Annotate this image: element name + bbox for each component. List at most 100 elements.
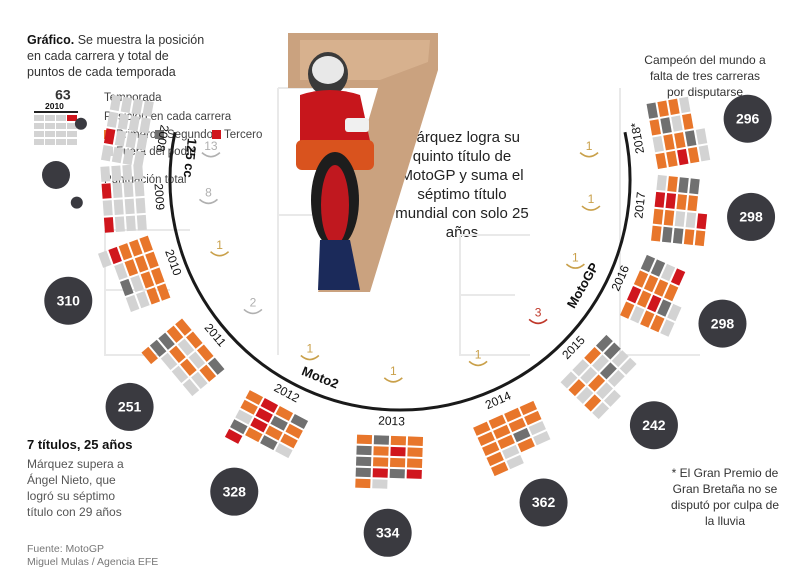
season-race-grid	[355, 434, 424, 489]
rider-photo	[288, 33, 438, 292]
legend-title-bold: Gráfico.	[27, 33, 75, 47]
legend-sample-cell	[56, 131, 66, 137]
race-result-cell	[667, 176, 678, 192]
class-label: Moto2	[300, 363, 341, 391]
laurel-icon	[198, 198, 218, 205]
race-result-cell	[657, 100, 669, 117]
race-result-cell	[119, 278, 134, 297]
race-result-cell	[265, 425, 283, 441]
season-race-grid	[224, 390, 309, 459]
race-result-cell	[576, 386, 594, 404]
legend-points-bubble	[42, 161, 70, 189]
legend-sample-cell	[45, 123, 55, 129]
race-result-cell	[649, 119, 661, 136]
race-result-cell	[663, 134, 675, 151]
race-result-cell	[139, 117, 151, 134]
race-result-cell	[156, 283, 171, 301]
race-result-cell	[626, 285, 642, 304]
race-result-cell	[488, 414, 506, 430]
race-result-cell	[207, 357, 225, 375]
race-result-cell	[280, 433, 298, 449]
race-result-cell	[674, 211, 686, 227]
laurel-icon	[468, 360, 488, 367]
legend-second-label: Segundo	[167, 129, 214, 141]
race-result-cell	[373, 435, 390, 445]
race-result-cell	[676, 194, 687, 210]
race-result-cell	[160, 352, 178, 371]
laurel-icon	[243, 308, 263, 315]
race-result-cell	[640, 254, 656, 273]
race-result-cell	[660, 117, 672, 134]
race-result-cell	[109, 94, 122, 112]
season-race-grid	[141, 318, 225, 397]
race-result-cell	[406, 458, 423, 468]
race-result-cell	[103, 217, 114, 233]
laurel-icon	[579, 152, 599, 158]
season-race-grid	[100, 94, 154, 168]
race-result-cell	[140, 271, 155, 289]
source-line1: Fuente: MotoGP	[27, 543, 105, 555]
source: Fuente: MotoGP Miguel Mulas / Agencia EF…	[27, 543, 158, 569]
race-result-cell	[633, 270, 649, 288]
race-result-cell	[188, 351, 206, 369]
race-result-cell	[124, 198, 135, 215]
points-value: 334	[376, 524, 400, 540]
race-result-cell	[389, 457, 406, 468]
race-result-cell	[473, 421, 491, 436]
season-race-grid	[100, 163, 147, 233]
season-year-label: 2009	[152, 183, 168, 211]
headline: Márquez logra su quinto título de MotoGP…	[395, 129, 529, 241]
race-result-cell	[125, 132, 138, 149]
race-result-cell	[134, 255, 149, 273]
race-result-cell	[372, 479, 388, 489]
points-bubble	[44, 276, 93, 325]
race-result-cell	[637, 290, 652, 308]
legend-sample-cell	[34, 139, 44, 145]
race-result-cell	[180, 358, 197, 376]
race-result-cell	[113, 199, 124, 215]
points-bubble	[363, 508, 412, 557]
points-value: 296	[736, 110, 760, 126]
race-result-cell	[114, 262, 128, 281]
race-result-cell	[698, 145, 711, 162]
race-result-cell	[506, 454, 524, 470]
race-result-cell	[655, 152, 667, 170]
race-result-cell	[177, 338, 195, 356]
race-result-cell	[497, 434, 515, 450]
race-result-cell	[560, 371, 578, 389]
points-value: 251	[118, 399, 142, 415]
race-result-cell	[199, 364, 217, 382]
race-result-cell	[647, 294, 662, 313]
race-result-cell	[660, 319, 675, 337]
final-position-marker: 1	[588, 192, 595, 206]
race-result-cell	[129, 239, 143, 257]
race-result-cell	[650, 259, 666, 277]
legend-sample-cell	[56, 139, 66, 145]
race-result-cell	[584, 394, 602, 412]
points-bubble	[629, 401, 678, 450]
legend-sample-year: 2010	[45, 101, 64, 111]
race-result-cell	[694, 230, 706, 247]
legend-second: Segundo	[155, 129, 213, 141]
race-result-cell	[646, 102, 659, 119]
season-year-label: 2015	[559, 333, 588, 362]
season-race-grid	[646, 96, 711, 170]
race-result-cell	[580, 366, 598, 384]
race-result-cell	[640, 310, 655, 328]
legend-title-text: Se muestra la posición en cada carrera y…	[27, 33, 205, 79]
race-result-cell	[108, 246, 122, 265]
race-result-cell	[128, 115, 141, 132]
race-result-cell	[120, 96, 133, 114]
race-result-cell	[135, 197, 146, 214]
race-result-cell	[682, 113, 694, 130]
race-result-cell	[592, 402, 610, 420]
race-result-cell	[508, 417, 526, 433]
legend-sample-cell	[34, 115, 44, 121]
season-race-grid	[98, 235, 171, 312]
race-result-cell	[136, 214, 147, 231]
legend-sample-grid: 2010	[34, 101, 78, 147]
laurel-icon	[383, 377, 403, 383]
season-year-label: 2013	[378, 414, 405, 429]
titles-text: Márquez supera a Ángel Nieto, que logró …	[27, 457, 124, 519]
